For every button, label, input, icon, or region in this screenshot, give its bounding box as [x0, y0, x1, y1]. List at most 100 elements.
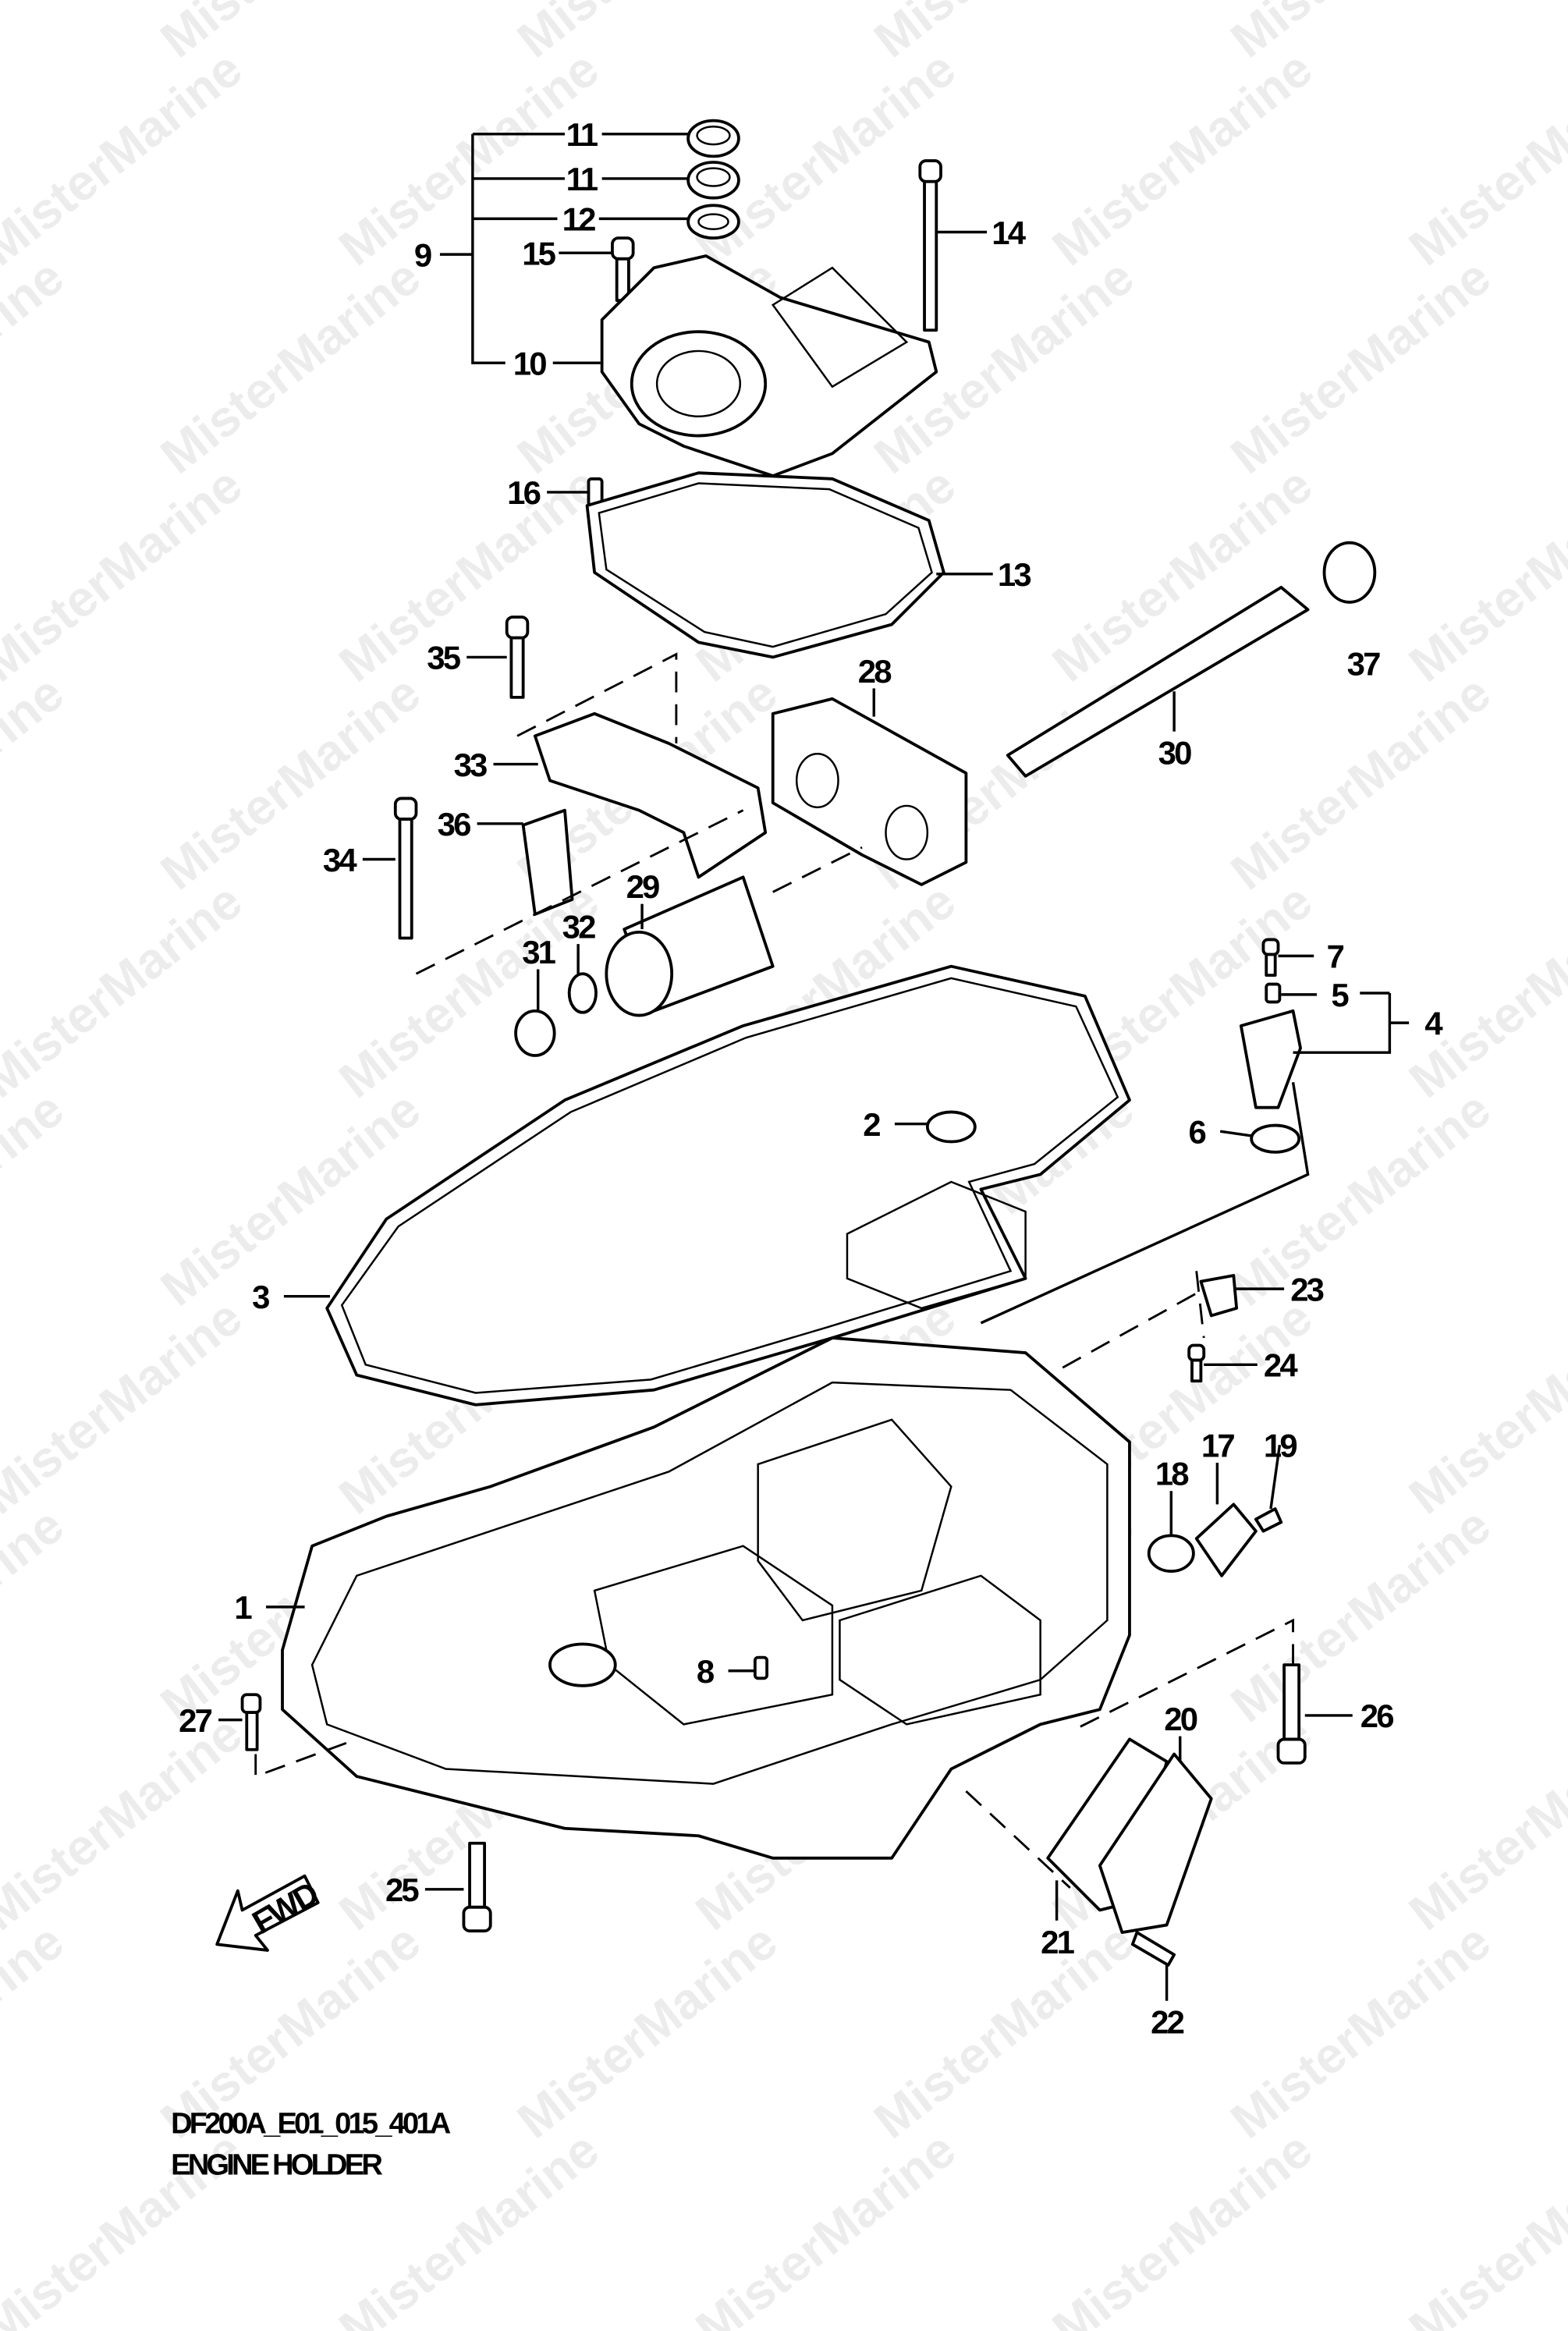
callout-5: 5 [1331, 977, 1349, 1013]
watermark-text: MisterMarine [0, 1705, 252, 1941]
watermark-text: MisterMarine [0, 248, 74, 484]
watermark-text: MisterMarine [1041, 40, 1322, 276]
watermark-text: MisterMarine [864, 1912, 1144, 2148]
callout-36: 36 [438, 806, 470, 843]
bolt-34 [398, 818, 413, 940]
watermark-text: MisterMarine [1220, 248, 1501, 484]
gasket-13 [585, 471, 945, 659]
leader-line [1219, 1130, 1252, 1137]
leader-line [1269, 1444, 1282, 1510]
washer-32 [567, 972, 598, 1014]
seal-rings [686, 119, 740, 240]
callout-25: 25 [385, 1872, 419, 1908]
cover-plate [600, 254, 938, 477]
diagram-code: DF200A_E01_015_401A [171, 2107, 451, 2140]
callout-13: 13 [998, 556, 1031, 593]
callout-9: 9 [414, 236, 431, 273]
callout-4: 4 [1424, 1005, 1443, 1041]
watermark-text: MisterMarine [1399, 40, 1568, 276]
callout-21: 21 [1041, 1924, 1074, 1960]
callout-34: 34 [323, 842, 357, 878]
bolt-35 [509, 636, 525, 699]
bolt-22 [1130, 1931, 1176, 1967]
seal-37 [1322, 541, 1377, 604]
watermark-text: MisterMarine [150, 664, 431, 900]
bolt-24 [1190, 1358, 1203, 1383]
watermark-text: MisterMarine [0, 1080, 74, 1316]
watermark-text: MisterMarine [0, 664, 74, 900]
diagram-title: ENGINE HOLDER [171, 2149, 382, 2182]
callout-8: 8 [697, 1653, 715, 1690]
watermark-text: MisterMarine [1399, 2120, 1568, 2331]
callout-2: 2 [863, 1106, 880, 1143]
callout-20: 20 [1164, 1701, 1197, 1737]
watermark-text: MisterMarine [0, 1496, 74, 1733]
callout-19: 19 [1264, 1427, 1297, 1464]
cover-20 [1098, 1752, 1213, 1934]
callout-31: 31 [522, 934, 555, 970]
callout-15: 15 [522, 235, 555, 271]
callout-16: 16 [507, 474, 540, 511]
watermark-text: MisterMarine [0, 456, 252, 692]
watermark-text: MisterMarine [150, 248, 431, 484]
bolt-27 [245, 1711, 259, 1751]
callout-30: 30 [1158, 735, 1191, 772]
watermark-text: MisterMarine [507, 1912, 788, 2148]
fitting-4 [1239, 1009, 1302, 1109]
watermark-text: MisterMarine [0, 1912, 74, 2148]
callout-11: 11 [566, 161, 598, 197]
watermark-text: MisterMarine [1220, 664, 1501, 900]
oring-6 [1250, 1123, 1301, 1154]
cover-17 [1194, 1503, 1258, 1577]
watermark-text: MisterMarine [1220, 1080, 1501, 1316]
watermark-text: MisterMarine [0, 40, 252, 276]
watermark-text: MisterMarine [1399, 1705, 1568, 1941]
sensor-23 [1199, 1274, 1239, 1318]
callout-37: 37 [1347, 645, 1380, 682]
collar-5 [1265, 982, 1282, 1004]
callout-35: 35 [427, 640, 460, 676]
callout-11: 11 [566, 116, 598, 153]
bolt-7 [1265, 953, 1277, 977]
watermark-text: MisterMarine [685, 2120, 966, 2331]
watermark-text: MisterMarine [328, 872, 609, 1109]
callout-23: 23 [1290, 1271, 1323, 1307]
holder-33 [533, 711, 768, 879]
callout-26: 26 [1360, 1698, 1393, 1734]
watermark-text: MisterMarine [0, 0, 74, 69]
callout-33: 33 [454, 747, 487, 783]
callout-17: 17 [1201, 1427, 1234, 1464]
callout-3: 3 [252, 1279, 269, 1315]
watermark-text: MisterMarine [1399, 456, 1568, 692]
callout-29: 29 [626, 868, 659, 905]
bolt-14 [918, 159, 942, 332]
callout-32: 32 [562, 909, 595, 946]
callout-27: 27 [179, 1702, 211, 1739]
watermark-text: MisterMarine [328, 40, 609, 276]
bracket-28 [771, 697, 968, 886]
shaft-30 [1006, 585, 1310, 778]
oring-2 [925, 1110, 977, 1144]
watermark-text: MisterMarine [0, 1288, 252, 1524]
callout-1: 1 [234, 1589, 252, 1626]
oil-pan-1 [281, 1336, 1131, 1860]
gasket-18 [1147, 1534, 1195, 1574]
watermark-text: MisterMarine [1399, 872, 1568, 1109]
watermark-text: MisterMarine [0, 872, 252, 1109]
callout-14: 14 [992, 215, 1026, 251]
callout-24: 24 [1264, 1347, 1298, 1384]
pin-8 [753, 1655, 768, 1680]
watermark-text: MisterMarine [1220, 1912, 1501, 2148]
fwd-arrow-icon: FWD [215, 1874, 324, 1952]
plate-36 [521, 808, 574, 916]
bolt-19 [1254, 1507, 1283, 1533]
callout-12: 12 [562, 201, 595, 238]
callout-22: 22 [1151, 2004, 1183, 2041]
watermark-text: MisterMarine [1399, 1288, 1568, 1524]
bolt-26 [1282, 1663, 1301, 1741]
callout-6: 6 [1188, 1113, 1205, 1150]
bolt-25 [468, 1841, 487, 1909]
callout-18: 18 [1155, 1456, 1189, 1492]
